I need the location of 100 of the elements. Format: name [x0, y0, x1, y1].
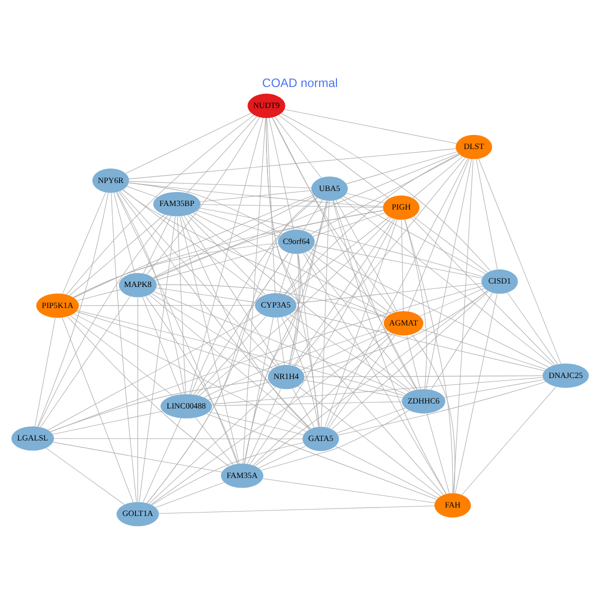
connector: [78, 304, 256, 306]
connector: [128, 148, 456, 179]
connector: [137, 296, 138, 502]
connector: [413, 216, 488, 272]
connector: [296, 282, 482, 303]
connector: [320, 200, 330, 426]
connector: [346, 192, 385, 203]
connector: [408, 158, 470, 312]
connector: [200, 190, 312, 202]
connector: [268, 117, 294, 230]
connector: [254, 290, 488, 466]
connector: [114, 192, 135, 273]
connector: [346, 151, 458, 184]
connector: [278, 114, 390, 198]
connector: [277, 316, 285, 365]
connector: [146, 296, 238, 464]
connector: [284, 108, 457, 144]
connector: [190, 197, 318, 394]
connector: [38, 214, 168, 426]
connector: [128, 182, 282, 234]
connector: [304, 375, 543, 377]
connector: [303, 290, 488, 373]
connector: [298, 253, 320, 426]
connector: [274, 116, 322, 178]
connector: [260, 410, 409, 470]
connector: [324, 218, 398, 427]
connector: [507, 292, 558, 364]
connector: [262, 478, 436, 503]
connector: [401, 219, 404, 311]
connector: [430, 292, 493, 390]
connector: [426, 158, 472, 389]
connector: [154, 290, 406, 394]
connector: [128, 180, 312, 188]
connector: [244, 253, 301, 464]
connector: [247, 388, 282, 464]
connector: [266, 117, 300, 365]
connector: [76, 310, 270, 372]
connector: [187, 214, 266, 294]
connector: [341, 197, 554, 366]
connector: [300, 330, 388, 370]
connector: [198, 207, 484, 276]
connector: [152, 293, 274, 368]
connector: [142, 296, 182, 394]
connector: [252, 332, 393, 466]
connector: [128, 182, 384, 206]
connector: [335, 446, 438, 498]
connector: [143, 215, 172, 274]
connector: [76, 288, 120, 300]
connector: [308, 250, 392, 314]
connector: [288, 253, 300, 365]
connector: [53, 441, 222, 472]
connector: [444, 378, 544, 398]
connector: [258, 445, 306, 468]
connector: [288, 216, 390, 296]
connector: [312, 212, 385, 236]
connector: [404, 218, 427, 389]
diagram-title: COAD normal: [262, 76, 338, 90]
connector: [244, 200, 327, 464]
connector: [303, 199, 323, 230]
connector: [212, 400, 402, 406]
connector: [404, 218, 454, 493]
connector: [292, 388, 315, 428]
connector: [462, 386, 556, 494]
connector: [193, 212, 389, 316]
connector: [206, 413, 437, 500]
connector: [244, 316, 274, 464]
connector: [142, 417, 182, 502]
connector: [69, 214, 165, 296]
connector: [152, 442, 304, 505]
connector: [476, 158, 498, 270]
connector: [338, 381, 546, 435]
connector: [294, 157, 466, 366]
connector: [48, 312, 261, 430]
connector: [77, 310, 404, 396]
connector: [212, 376, 544, 404]
connector: [281, 316, 319, 426]
connector: [46, 447, 124, 504]
connector: [478, 158, 562, 364]
connector: [54, 438, 303, 439]
connector: [288, 200, 328, 365]
connector: [34, 317, 56, 426]
connector: [328, 334, 396, 428]
connector: [250, 218, 396, 464]
connector: [336, 199, 398, 312]
connector: [272, 116, 418, 390]
connector: [242, 117, 266, 464]
connector: [139, 216, 176, 502]
connector: [333, 200, 417, 390]
connector: [410, 217, 556, 364]
connector: [40, 296, 130, 427]
connector: [208, 381, 270, 400]
connector: [266, 117, 276, 293]
connector: [62, 317, 134, 502]
connector: [148, 386, 276, 504]
connector: [284, 200, 328, 294]
connector: [304, 379, 403, 398]
connector: [125, 112, 252, 174]
connector: [146, 116, 260, 274]
connector: [421, 328, 546, 369]
connector: [285, 153, 460, 294]
